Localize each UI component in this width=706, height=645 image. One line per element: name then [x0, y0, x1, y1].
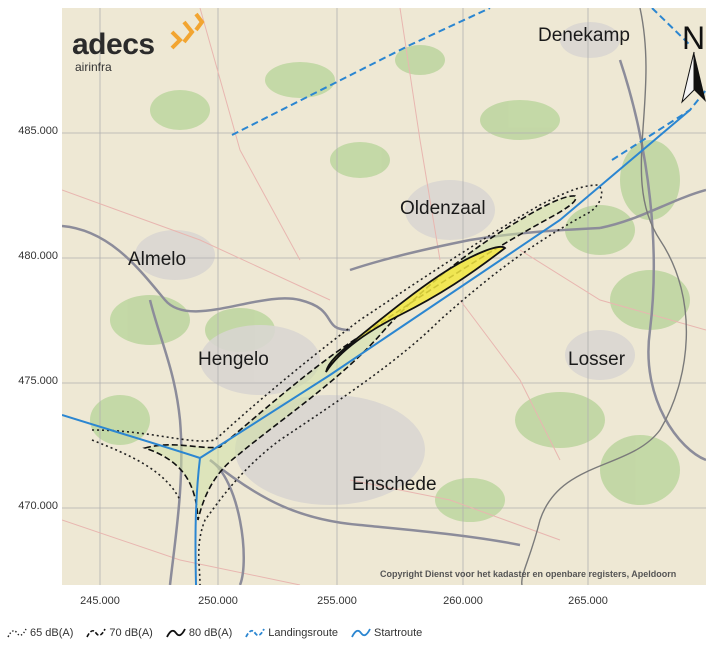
start-route-icon [351, 628, 371, 638]
place-label-almelo: Almelo [128, 249, 187, 270]
legend-item-startroute: Startroute [350, 627, 422, 639]
x-tick-265000: 265.000 [568, 595, 608, 607]
landing-route [231, 8, 491, 136]
map-frame [62, 8, 706, 585]
adecs-logo: adecs [72, 28, 155, 61]
logo-chevron-icon [170, 12, 205, 50]
x-tick-250000: 250.000 [198, 595, 238, 607]
landing-route-icon [245, 628, 266, 638]
contour-70-dba [142, 195, 577, 521]
legend-item-80-dba: 80 dB(A) [165, 627, 232, 639]
legend-label-65-dba: 65 dB(A) [30, 627, 74, 639]
legend-label-landingsroute: Landingsroute [268, 627, 338, 639]
forest-areas [90, 45, 690, 522]
y-tick-470000: 470.000 [18, 500, 58, 512]
place-label-oldenzaal: Oldenzaal [400, 198, 486, 219]
legend-item-landingsroute: Landingsroute [244, 627, 338, 639]
adecs-logo-subtitle: airinfra [75, 60, 112, 74]
place-label-losser: Losser [568, 349, 626, 370]
y-tick-475000: 475.000 [18, 375, 58, 387]
national-border [521, 8, 688, 585]
legend-item-65-dba: 65 dB(A) [6, 627, 73, 639]
place-label-denekamp: Denekamp [538, 25, 630, 46]
legend-item-70-dba: 70 dB(A) [85, 627, 153, 639]
contour-80-dba [325, 246, 507, 373]
start-route [62, 109, 691, 585]
x-tick-245000: 245.000 [80, 595, 120, 607]
y-tick-480000: 480.000 [18, 250, 58, 262]
legend-label-80-dba: 80 dB(A) [188, 627, 233, 639]
map-canvas [62, 8, 706, 585]
coordinate-grid [62, 8, 706, 585]
legend-label-70-dba: 70 dB(A) [109, 627, 153, 639]
x-tick-260000: 260.000 [443, 595, 483, 607]
north-arrow-letter: N [682, 20, 706, 56]
place-label-enschede: Enschede [352, 474, 437, 495]
legend-label-startroute: Startroute [374, 627, 423, 639]
solid-contour-icon [166, 628, 186, 638]
y-tick-485000: 485.000 [18, 125, 58, 137]
dotted-contour-icon [7, 628, 27, 638]
map-legend: 65 dB(A) 70 dB(A) 80 dB(A) Landingsroute… [6, 624, 434, 642]
place-label-hengelo: Hengelo [198, 349, 269, 370]
copyright-notice: Copyright Dienst voor het kadaster en op… [380, 569, 677, 579]
urban-areas [135, 22, 635, 505]
dashed-contour-icon [86, 628, 107, 638]
x-tick-255000: 255.000 [317, 595, 357, 607]
highways [62, 59, 706, 585]
north-arrow-icon [681, 51, 706, 104]
minor-roads [62, 8, 706, 585]
